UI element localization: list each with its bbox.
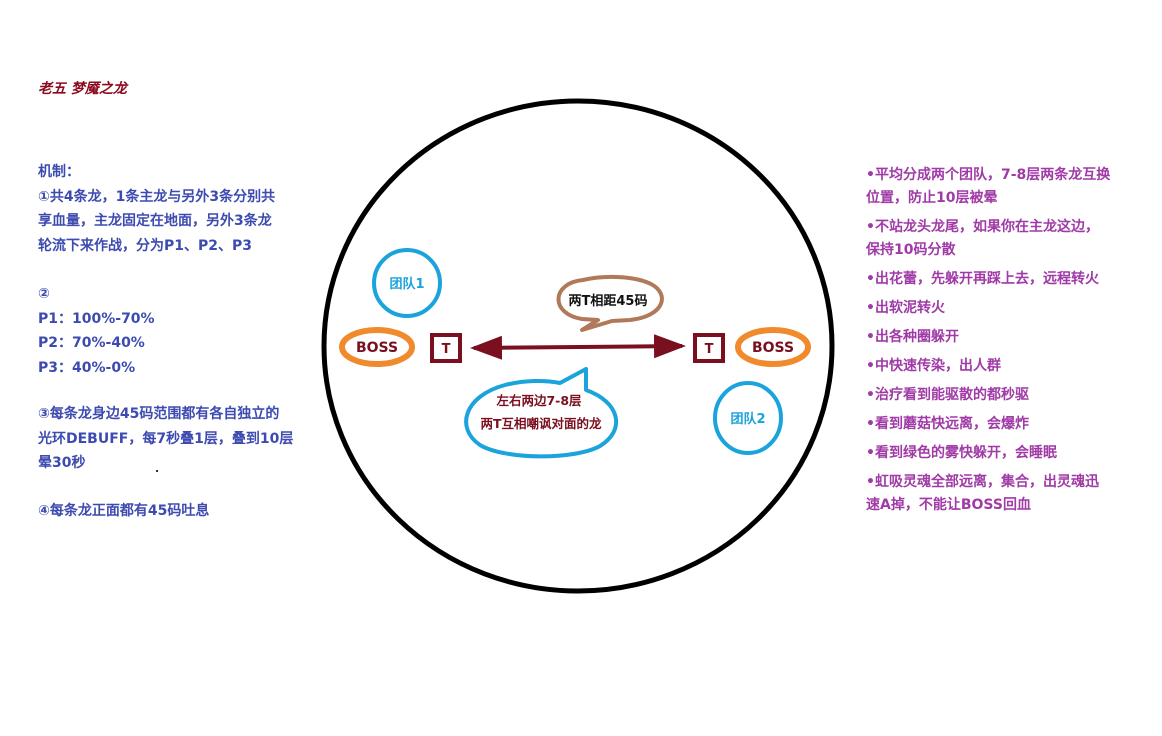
page-title: 老五 梦魇之龙 bbox=[38, 81, 127, 97]
tip-item: •看到蘑菇快远离，会爆炸 bbox=[866, 413, 1146, 436]
boss-right-oval bbox=[735, 327, 811, 367]
tip-item: •平均分成两个团队，7-8层两条龙互换 位置，防止10层被晕 bbox=[866, 164, 1146, 210]
boss-left-oval bbox=[339, 327, 415, 367]
mechanics-heading: 机制： bbox=[38, 164, 80, 180]
stray-dot bbox=[156, 470, 158, 472]
tip-item: •出花蕾，先躲开再踩上去，远程转火 bbox=[866, 268, 1146, 291]
tip-line: •出花蕾，先躲开再踩上去，远程转火 bbox=[866, 271, 1099, 287]
phase-line: P1：100%-70% bbox=[38, 310, 155, 327]
mechanics-point2-marker: ② bbox=[38, 286, 50, 302]
team1-circle bbox=[372, 248, 442, 318]
phase-line: P3：40%-0% bbox=[38, 359, 136, 376]
tank-left-label: T bbox=[442, 342, 451, 357]
mechanics-point3-line: ③每条龙身边45码范围都有各自独立的 bbox=[38, 406, 280, 422]
phase-line: P2：70%-40% bbox=[38, 335, 145, 351]
tank-right-label: T bbox=[705, 342, 714, 357]
tips-list: •平均分成两个团队，7-8层两条龙互换 位置，防止10层被晕 •不站龙头龙尾，如… bbox=[866, 164, 1146, 523]
boss-right-label: BOSS bbox=[752, 340, 794, 356]
stack-bubble bbox=[464, 367, 619, 459]
distance-bubble-text: 两T相距45码 bbox=[569, 293, 648, 309]
tip-line: •中快速传染，出人群 bbox=[866, 358, 1001, 374]
tip-item: •出各种圈躲开 bbox=[866, 326, 1146, 349]
aura-section: ③每条龙身边45码范围都有各自独立的 光环DEBUFF，每7秒叠1层，叠到10层… bbox=[38, 402, 328, 476]
tip-item: •虹吸灵魂全部远离，集合，出灵魂迅 速A掉，不能让BOSS回血 bbox=[866, 471, 1146, 517]
tip-item: •不站龙头龙尾，如果你在主龙这边， 保持10码分散 bbox=[866, 216, 1146, 262]
tank-right-box bbox=[693, 333, 725, 363]
stack-bubble-line1: 左右两边7-8层 bbox=[495, 393, 582, 408]
tip-line: 保持10码分散 bbox=[866, 242, 956, 258]
mechanics-point1-line: 享血量，主龙固定在地面，另外3条龙 bbox=[38, 213, 272, 229]
tip-line: •平均分成两个团队，7-8层两条龙互换 bbox=[866, 167, 1111, 183]
tip-line: 位置，防止10层被晕 bbox=[866, 190, 998, 206]
tip-line: •看到绿色的雾快躲开，会睡眠 bbox=[866, 445, 1057, 461]
stack-bubble-line2: 两T互相嘲讽对面的龙 bbox=[480, 416, 602, 431]
phase-section: ② P1：100%-70% P2：70%-40% P3：40%-0% bbox=[38, 282, 328, 380]
breath-section: ④每条龙正面都有45码吐息 bbox=[38, 499, 328, 524]
mechanics-point1-line: ①共4条龙，1条主龙与另外3条分别共 bbox=[38, 188, 276, 205]
tip-line: •治疗看到能驱散的都秒驱 bbox=[866, 387, 1029, 403]
tank-distance-arrow bbox=[470, 334, 686, 360]
tank-left-box bbox=[430, 333, 462, 363]
distance-bubble bbox=[556, 274, 664, 332]
tip-item: •看到绿色的雾快躲开，会睡眠 bbox=[866, 442, 1146, 465]
team2-label: 团队2 bbox=[730, 412, 765, 427]
tip-item: •出软泥转火 bbox=[866, 297, 1146, 320]
team2-circle bbox=[713, 381, 783, 455]
tip-line: •看到蘑菇快远离，会爆炸 bbox=[866, 416, 1029, 432]
tip-line: •虹吸灵魂全部远离，集合，出灵魂迅 bbox=[866, 474, 1099, 490]
tip-line: •出各种圈躲开 bbox=[866, 329, 959, 345]
tip-item: •治疗看到能驱散的都秒驱 bbox=[866, 384, 1146, 407]
mechanics-point4: ④每条龙正面都有45码吐息 bbox=[38, 503, 210, 519]
mechanics-point3-line: 光环DEBUFF，每7秒叠1层，叠到10层 bbox=[38, 430, 294, 447]
tip-line: •出软泥转火 bbox=[866, 300, 945, 316]
boss-left-label: BOSS bbox=[356, 340, 398, 356]
arena-circle bbox=[321, 98, 835, 594]
tip-line: 速A掉，不能让BOSS回血 bbox=[866, 497, 1031, 513]
tip-item: •中快速传染，出人群 bbox=[866, 355, 1146, 378]
team1-label: 团队1 bbox=[389, 277, 424, 292]
mechanics-section: 机制： ①共4条龙，1条主龙与另外3条分别共 享血量，主龙固定在地面，另外3条龙… bbox=[38, 160, 328, 258]
mechanics-point1-line: 轮流下来作战，分为P1、P2、P3 bbox=[38, 237, 253, 254]
tip-line: •不站龙头龙尾，如果你在主龙这边， bbox=[866, 219, 1099, 235]
mechanics-point3-line: 晕30秒 bbox=[38, 455, 86, 471]
